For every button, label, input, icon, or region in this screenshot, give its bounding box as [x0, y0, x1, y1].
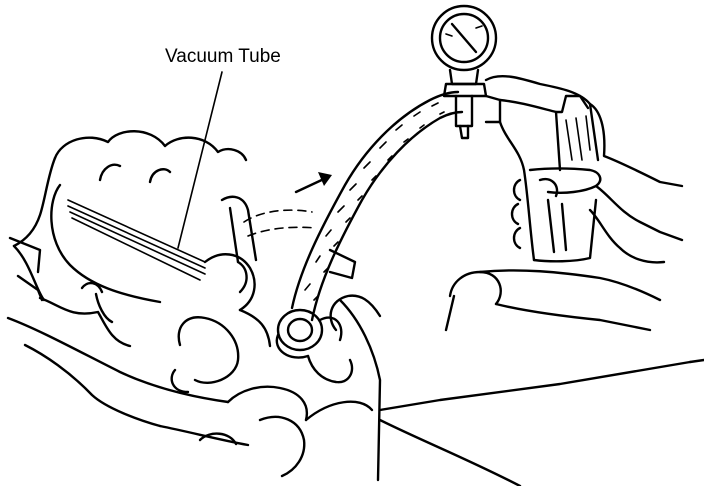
- hand: [528, 102, 684, 264]
- dashed-hose-route: [243, 209, 317, 237]
- port-fitting: [275, 248, 357, 384]
- hand-pump-icon: [484, 74, 600, 263]
- engine-cover: [6, 130, 248, 428]
- leader-line: [177, 71, 223, 249]
- throttle-body: [158, 195, 272, 447]
- vacuum-hose: [290, 90, 464, 322]
- arrow-icon: [294, 172, 332, 194]
- vacuum-tube-label: Vacuum Tube: [165, 46, 281, 67]
- lower-structure: [198, 269, 704, 486]
- vacuum-gauge-icon: [430, 4, 498, 140]
